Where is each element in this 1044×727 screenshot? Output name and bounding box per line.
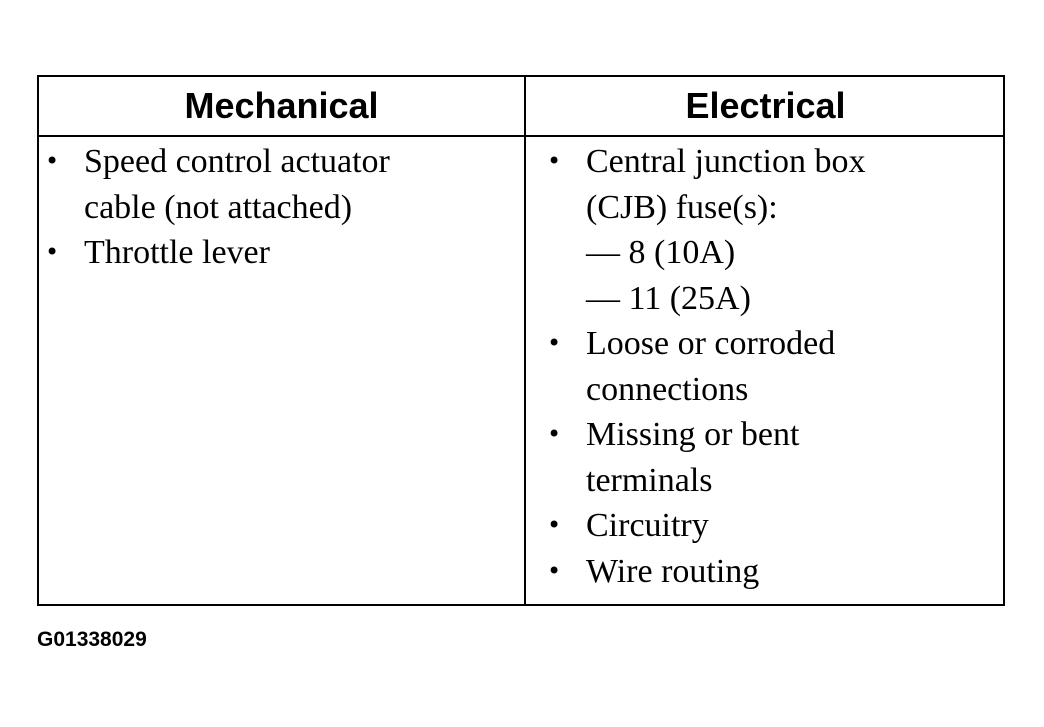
figure-id: G01338029	[37, 628, 147, 651]
item-text: Central junction box	[586, 143, 866, 180]
item-text: Wire routing	[586, 552, 760, 590]
list-item: • Throttle lever	[45, 230, 515, 276]
bullet-icon: •	[547, 511, 562, 539]
header-electrical: Electrical	[685, 85, 846, 126]
item-text: Throttle lever	[84, 234, 270, 271]
bullet-icon: •	[45, 238, 60, 266]
item-text: connections	[586, 370, 749, 408]
item-text: terminals	[586, 461, 713, 499]
item-text: Circuitry	[586, 507, 709, 544]
item-text: cable (not attached)	[84, 188, 353, 226]
column-divider	[524, 77, 526, 604]
mechanical-cell: • Speed control actuator cable (not atta…	[45, 139, 515, 276]
fuse-sub-item: — 11 (25A)	[586, 279, 751, 317]
electrical-cell: • Central junction box (CJB) fuse(s): — …	[547, 139, 997, 594]
item-text: (CJB) fuse(s):	[586, 188, 778, 226]
item-text: Loose or corroded	[586, 325, 836, 362]
bullet-icon: •	[547, 329, 562, 357]
list-item: • Circuitry	[547, 503, 997, 549]
list-item: • Loose or corroded connections	[547, 321, 997, 412]
item-text: Missing or bent	[586, 416, 800, 453]
list-item: • Speed control actuator cable (not atta…	[45, 139, 515, 230]
list-item: • Central junction box (CJB) fuse(s): — …	[547, 139, 997, 321]
header-divider	[39, 135, 1003, 137]
bullet-icon: •	[547, 556, 562, 585]
fuse-sub-item: — 8 (10A)	[586, 234, 736, 271]
list-item: • Missing or bent terminals	[547, 412, 997, 503]
bullet-icon: •	[547, 420, 562, 448]
item-text: Speed control actuator	[84, 143, 390, 180]
header-mechanical: Mechanical	[184, 85, 379, 126]
inspection-table: Mechanical Electrical • Speed control ac…	[37, 75, 1005, 606]
bullet-icon: •	[45, 147, 60, 175]
list-item: • Wire routing	[547, 549, 997, 595]
bullet-icon: •	[547, 147, 562, 175]
